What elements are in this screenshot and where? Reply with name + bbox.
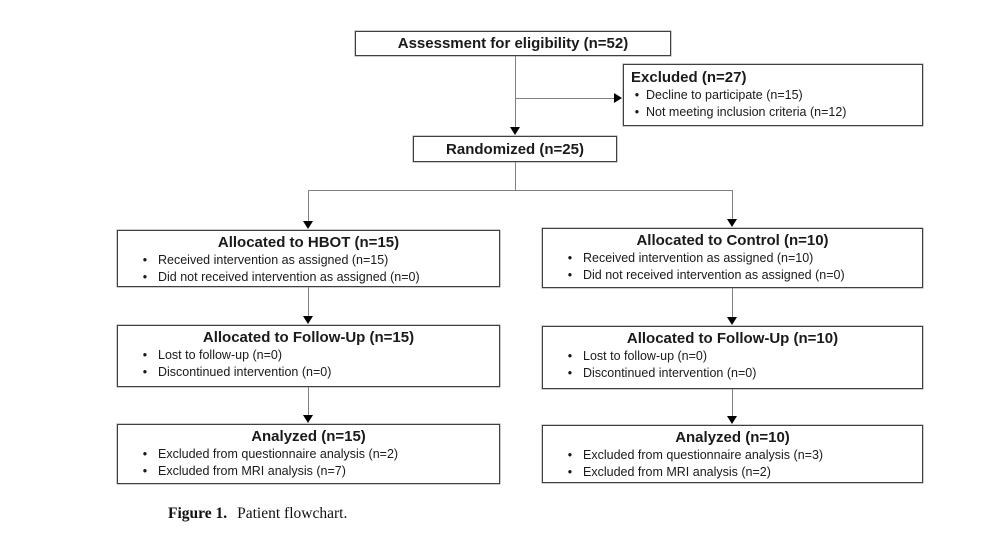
connector-hbot-followup-line xyxy=(308,287,309,317)
excluded-bullet-2: Not meeting inclusion criteria (n=12) xyxy=(624,104,922,121)
bullet-icon xyxy=(628,104,646,121)
bullet-icon xyxy=(557,365,583,382)
bullet-icon xyxy=(628,87,646,104)
followup-hbot-box: Allocated to Follow-Up (n=15) Lost to fo… xyxy=(117,325,500,387)
bullet-icon xyxy=(557,250,583,267)
allocated-hbot-bullet-1: Received intervention as assigned (n=15) xyxy=(118,252,499,269)
arrow-down-icon xyxy=(303,221,313,229)
bullet-icon xyxy=(132,364,158,381)
bullet-icon xyxy=(132,463,158,480)
connector-control-followup-line xyxy=(732,288,733,318)
arrow-down-icon xyxy=(510,127,520,135)
bullet-icon xyxy=(132,446,158,463)
followup-control-title: Allocated to Follow-Up (n=10) xyxy=(626,330,839,347)
excluded-title: Excluded (n=27) xyxy=(631,69,747,86)
arrow-down-icon xyxy=(303,415,313,423)
bullet-icon xyxy=(557,447,583,464)
analyzed-control-box: Analyzed (n=10) Excluded from questionna… xyxy=(542,425,923,483)
connector-excluded-line xyxy=(515,98,614,99)
figure-caption-label: Figure 1. xyxy=(168,505,228,522)
arrow-down-icon xyxy=(303,316,313,324)
allocated-control-title: Allocated to Control (n=10) xyxy=(636,232,829,249)
analyzed-hbot-bullet-1: Excluded from questionnaire analysis (n=… xyxy=(118,446,499,463)
analyzed-control-title: Analyzed (n=10) xyxy=(675,429,790,446)
connector-split-control-line xyxy=(732,190,733,219)
followup-control-box: Allocated to Follow-Up (n=10) Lost to fo… xyxy=(542,326,923,389)
followup-hbot-bullet-2: Discontinued intervention (n=0) xyxy=(118,364,499,381)
allocated-control-bullet-2: Did not received intervention as assigne… xyxy=(543,267,922,284)
connector-split-hbot-line xyxy=(308,190,309,221)
allocated-hbot-box: Allocated to HBOT (n=15) Received interv… xyxy=(117,230,500,287)
bullet-icon xyxy=(132,269,158,286)
bullet-icon xyxy=(132,252,158,269)
assessment-box: Assessment for eligibility (n=52) xyxy=(355,31,671,56)
allocated-hbot-title: Allocated to HBOT (n=15) xyxy=(217,234,400,251)
analyzed-control-bullet-1: Excluded from questionnaire analysis (n=… xyxy=(543,447,922,464)
connector-assessment-randomized-line xyxy=(515,56,516,127)
assessment-title: Assessment for eligibility (n=52) xyxy=(397,35,629,52)
connector-followup-analyzed-control-line xyxy=(732,389,733,417)
followup-control-bullet-2: Discontinued intervention (n=0) xyxy=(543,365,922,382)
bullet-icon xyxy=(132,347,158,364)
excluded-box: Excluded (n=27) Decline to participate (… xyxy=(623,64,923,126)
figure-caption: Figure 1. Patient flowchart. xyxy=(168,505,347,523)
allocated-control-bullet-1: Received intervention as assigned (n=10) xyxy=(543,250,922,267)
excluded-bullet-1: Decline to participate (n=15) xyxy=(624,87,922,104)
randomized-title: Randomized (n=25) xyxy=(446,140,584,158)
connector-followup-analyzed-hbot-line xyxy=(308,387,309,416)
connector-randomized-split-line xyxy=(515,162,516,191)
analyzed-hbot-title: Analyzed (n=15) xyxy=(251,428,366,445)
followup-hbot-bullet-1: Lost to follow-up (n=0) xyxy=(118,347,499,364)
analyzed-hbot-box: Analyzed (n=15) Excluded from questionna… xyxy=(117,424,500,484)
followup-control-bullet-1: Lost to follow-up (n=0) xyxy=(543,348,922,365)
bullet-icon xyxy=(557,348,583,365)
arrow-down-icon xyxy=(727,219,737,227)
connector-split-horizontal-line xyxy=(308,190,733,191)
bullet-icon xyxy=(557,464,583,481)
arrow-down-icon xyxy=(727,317,737,325)
followup-hbot-title: Allocated to Follow-Up (n=15) xyxy=(202,329,415,346)
figure-caption-text: Patient flowchart. xyxy=(237,505,348,522)
arrow-right-icon xyxy=(614,93,622,103)
randomized-box: Randomized (n=25) xyxy=(413,136,617,162)
analyzed-control-bullet-2: Excluded from MRI analysis (n=2) xyxy=(543,464,922,481)
allocated-control-box: Allocated to Control (n=10) Received int… xyxy=(542,228,923,288)
allocated-hbot-bullet-2: Did not received intervention as assigne… xyxy=(118,269,499,286)
bullet-icon xyxy=(557,267,583,284)
arrow-down-icon xyxy=(727,416,737,424)
analyzed-hbot-bullet-2: Excluded from MRI analysis (n=7) xyxy=(118,463,499,480)
